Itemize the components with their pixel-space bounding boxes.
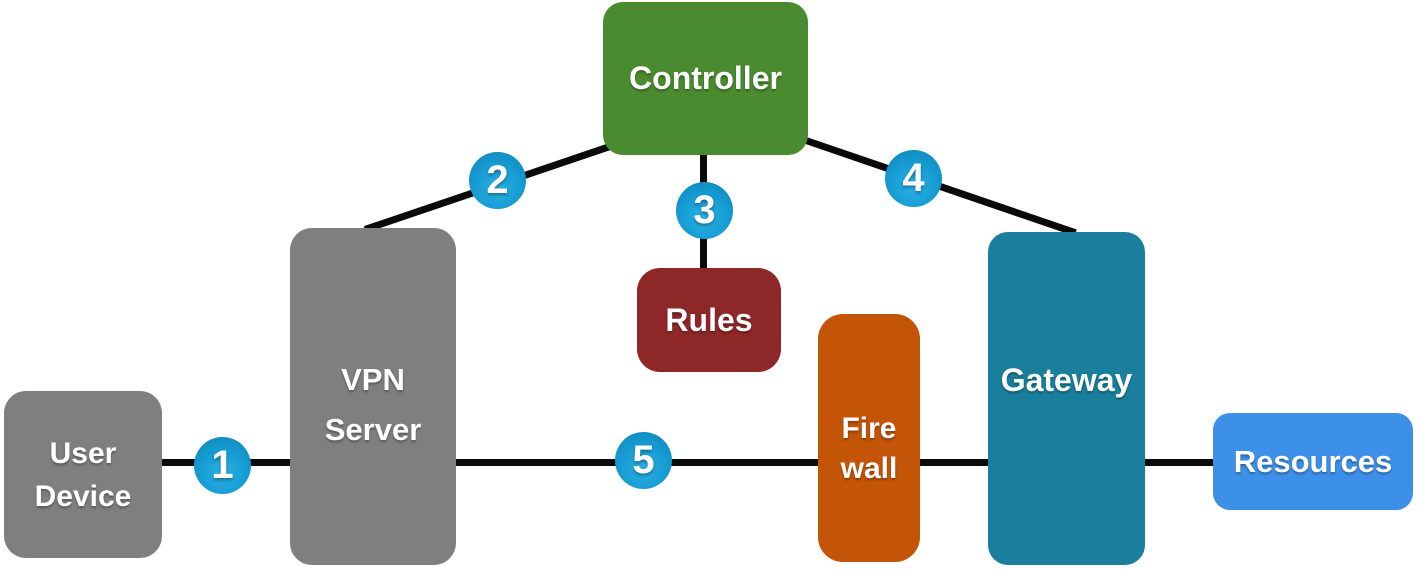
node-resources: Resources bbox=[1213, 413, 1413, 510]
node-label-line: Gateway bbox=[1000, 362, 1133, 398]
step-number: 5 bbox=[632, 438, 655, 482]
node-label: User Device bbox=[35, 432, 132, 518]
node-label-line: VPN bbox=[341, 361, 405, 397]
step-number: 3 bbox=[693, 188, 716, 232]
node-label-line: Device bbox=[34, 479, 132, 513]
node-label-line: Controller bbox=[629, 60, 782, 96]
node-vpn-server: VPN Server bbox=[290, 228, 456, 565]
step-number: 1 bbox=[211, 443, 234, 487]
node-label-line: Resources bbox=[1233, 443, 1393, 479]
step-number: 4 bbox=[902, 156, 925, 200]
node-label-line: User bbox=[49, 436, 117, 470]
step-badge-2: 2 bbox=[469, 152, 526, 209]
node-label-line: Fire bbox=[841, 412, 897, 445]
node-label: Controller bbox=[629, 60, 782, 97]
connector-main-horizontal bbox=[160, 459, 1216, 466]
node-user-device: User Device bbox=[4, 391, 162, 558]
node-rules: Rules bbox=[637, 268, 781, 372]
step-badge-3: 3 bbox=[676, 182, 733, 239]
step-number: 2 bbox=[486, 158, 509, 202]
step-badge-5: 5 bbox=[615, 432, 672, 489]
connector-controller-gateway bbox=[804, 137, 1077, 237]
node-firewall: Fire wall bbox=[818, 314, 920, 562]
node-label: Gateway bbox=[1001, 362, 1133, 399]
node-label: Fire wall bbox=[841, 409, 898, 489]
node-label-line: Server bbox=[324, 411, 422, 447]
step-badge-4: 4 bbox=[885, 150, 942, 207]
node-label-line: Rules bbox=[665, 301, 753, 338]
node-label: VPN Server bbox=[325, 355, 422, 455]
node-gateway: Gateway bbox=[988, 232, 1145, 565]
node-label-line: wall bbox=[840, 452, 898, 485]
node-label: Rules bbox=[665, 302, 752, 339]
node-controller: Controller bbox=[603, 2, 808, 155]
node-label: Resources bbox=[1234, 444, 1393, 480]
step-badge-1: 1 bbox=[194, 437, 251, 494]
